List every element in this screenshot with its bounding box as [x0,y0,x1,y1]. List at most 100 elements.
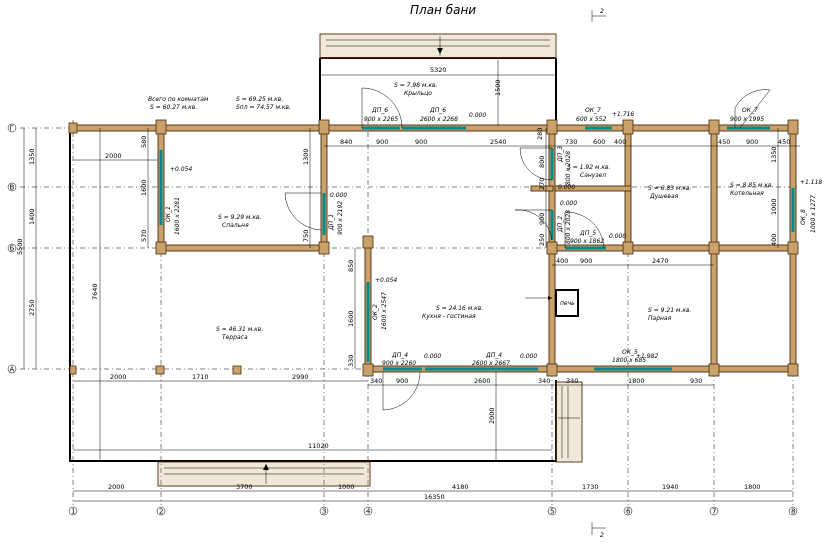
dim-axis-1: 2000 [108,483,125,491]
dim-bed-left-2: 1600 [140,179,148,196]
ok1a-level: +0.054 [170,166,192,173]
dim-wc-2: 270 [538,178,546,190]
dp6b-size: 2600 x 2268 [420,116,458,123]
boiler-area: S = 8.85 м.кв. [730,182,774,189]
section-mark-bottom-label: 2 [600,532,604,539]
dim-overall: 16350 [424,493,445,501]
axis-label-v: В [10,184,15,192]
dim-axis-6: 1940 [662,483,679,491]
axis-label-6: 6 [626,508,631,516]
dimension-lines [23,60,800,502]
dim-top-6: 730 [565,138,577,146]
dim-bed-left-3: 570 [140,230,148,242]
axis-label-a: А [10,366,15,374]
dim-axis-2: 3700 [236,483,253,491]
stove-label: печь [560,300,575,307]
dim-wc-1: 800 [538,156,546,168]
totals-label: Всего по комнатам [148,96,209,103]
terrace-steps [157,461,371,487]
dim-wc-3: 900 [538,213,546,225]
porch-name: Крыльцо [404,90,432,97]
axis-label-2: 2 [159,508,163,516]
wc-name: Санузел [580,172,606,179]
ok5-mark: ОК_5 [622,349,638,356]
dim-top-4: 2540 [490,138,507,146]
dim-axis-3: 1000 [338,483,355,491]
dp6b-level: 0.000 [469,112,486,119]
wc-area: S = 1.92 м.кв. [567,164,611,171]
dp1-mark: ДП_1 [328,214,335,231]
totals-area: S = 69.25 м.кв. [236,96,283,103]
ok5-level: +1.982 [636,353,658,360]
totals-floor-area: Sпл = 74.57 м.кв. [236,104,291,111]
ok2-mark: ОК_2 [372,304,379,320]
dp4b-level: 0.000 [520,353,537,360]
dim-axis-4: 4180 [452,483,469,491]
bedroom-name: Спальня [222,222,249,229]
ok8-size: 1000 x 1277 [810,195,817,233]
ok7a-level: +1.716 [612,111,634,118]
axis-label-8: 8 [791,508,795,516]
ok7a-size: 600 x 552 [576,116,606,123]
ok2-level: +0.054 [375,277,397,284]
ok2-size: 1600 x 2547 [381,292,388,330]
room-labels: S = 7.98 м.кв. Крыльцо S = 9.29 м.кв. Сп… [216,82,774,341]
dim-terrace-total: 11020 [308,442,329,450]
dim-top-1: 840 [340,138,352,146]
steam-room-name: Парная [648,315,672,322]
dim-bottom-right-3: 2600 [474,377,491,385]
dim-top-10: 900 [746,138,758,146]
dim-left-total: 5500 [16,238,24,255]
dim-kitchen-left-3: 330 [347,355,355,367]
dim-porch-width: 5320 [430,66,447,74]
stove: печь [525,289,579,317]
ok7b-size: 900 x 1995 [730,116,764,123]
dp4b-mark: ДП_4 [485,352,502,359]
dp6a-mark: ДП_6 [371,107,388,114]
ok1a-size: 1600 x 2281 [174,197,181,235]
plan-title: План бани [410,3,476,17]
section-mark-bottom: 2 [591,522,606,539]
axis-label-b: Б [10,245,15,253]
axis-label-7: 7 [712,508,716,516]
dp5-mark: ДП_5 [579,230,596,237]
dim-bed-width: 2000 [105,152,122,160]
ok7b-mark: ОК_7 [742,107,758,114]
side-steps [555,381,583,463]
dp2-size: 800 x 2028 [565,210,572,244]
door-swings [284,87,771,411]
dp2-mark: ДП_2 [557,216,564,233]
ok5-size: 1800 x 685 [612,357,646,364]
bedroom-area: S = 9.29 м.кв. [218,214,262,221]
dim-porch-depth: 1500 [494,79,502,96]
dp5-size: 900 x 1862 [570,238,604,245]
dim-boiler-right-3: 400 [770,234,778,246]
axis-label-4: 4 [366,508,371,516]
ok8-level: +1.118 [800,179,822,186]
dim-axis-5: 1730 [582,483,599,491]
dim-bottom-left-3: 2990 [292,373,309,381]
dp4a-size: 900 x 2260 [382,360,416,367]
dim-top-9: 450 [718,138,730,146]
dim-mid-1: 400 [556,257,568,265]
dim-top-8: 400 [614,138,626,146]
dim-top-5: 280 [536,128,544,140]
dim-kitchen-left-1: 850 [347,260,355,272]
dim-bed-left-1: 580 [140,136,148,148]
ok8-mark: ОК_8 [800,209,807,225]
steam-room-area: S = 9.21 м.кв. [648,307,692,314]
dim-top-7: 600 [593,138,605,146]
dim-top-11: 450 [778,138,790,146]
porch-steps [319,33,557,59]
axis-label-1: 1 [71,508,75,516]
dim-bottom-right-6: 1800 [628,377,645,385]
dim-mid-2: 900 [580,257,592,265]
dim-bottom-right-5: 340 [566,377,578,385]
kitchen-name: Кухня - гостиная [422,313,476,320]
boiler-name: Котельная [730,190,764,197]
ok1a-mark: ОК_1 [165,206,172,222]
axis-letter-markers: Г В Б А [7,123,17,374]
axis-number-markers: 1 2 3 4 5 6 7 8 [68,506,798,516]
dim-left-2: 1400 [28,208,36,225]
